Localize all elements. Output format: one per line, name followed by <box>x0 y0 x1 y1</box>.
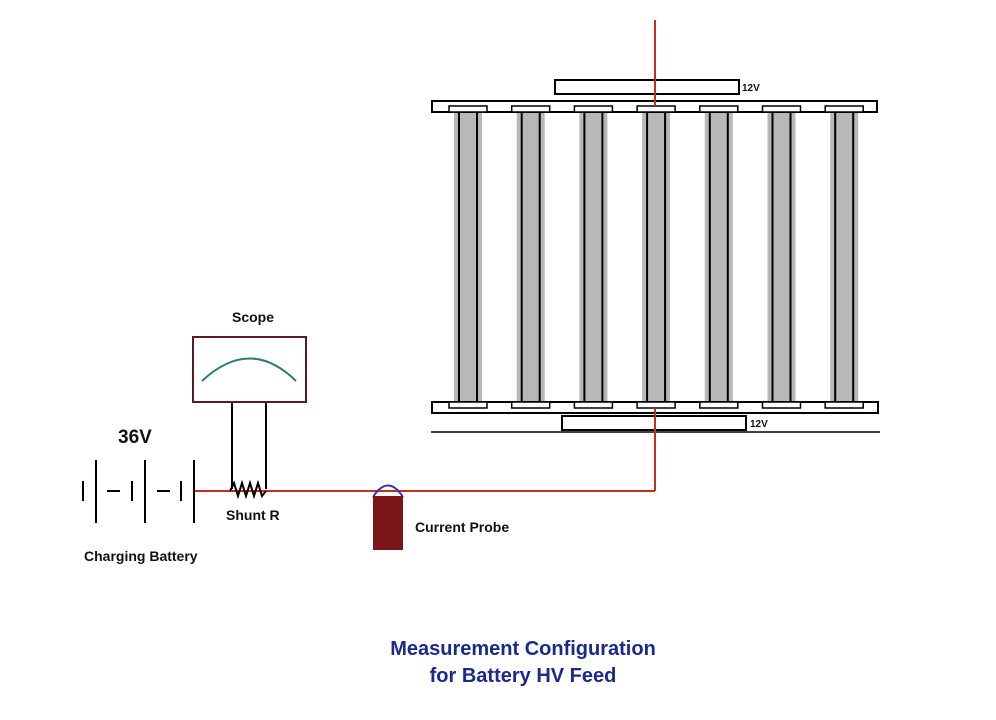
charging-battery-label: Charging Battery <box>84 548 198 564</box>
current-probe-loop <box>372 484 404 498</box>
scope-probe-leads <box>231 402 267 489</box>
cell-cap-bottom <box>699 401 739 409</box>
shunt-resistor <box>229 479 267 500</box>
pack-cells <box>454 111 859 403</box>
cell-cap-top <box>510 105 551 113</box>
charging-battery-symbol <box>82 460 195 523</box>
battery-cell <box>454 111 482 403</box>
cell-cap-bottom <box>448 401 488 409</box>
scope-label: Scope <box>232 309 274 325</box>
cell-cap-top <box>824 105 864 113</box>
voltage-label: 36V <box>118 427 152 448</box>
battery-cell <box>642 111 671 403</box>
top-12v-plate <box>554 79 740 95</box>
cell-cap-bottom <box>824 401 864 409</box>
battery-cell <box>516 111 545 403</box>
scope-box <box>192 336 307 403</box>
battery-cell <box>830 111 859 403</box>
caption-line-2: for Battery HV Feed <box>430 665 617 687</box>
cell-cap-bottom <box>636 401 676 409</box>
battery-pack: 12V 12V <box>431 79 880 433</box>
cell-cap-bottom <box>510 401 551 409</box>
cell-cap-top <box>699 105 739 113</box>
cell-cap-top <box>573 105 614 113</box>
hv-wiring <box>194 20 656 492</box>
current-probe-body <box>373 496 403 550</box>
battery-cell <box>579 111 608 403</box>
cell-cap-top <box>448 105 488 113</box>
current-probe-label: Current Probe <box>415 519 509 535</box>
cell-cap-bottom <box>761 401 802 409</box>
cell-cap-bottom <box>573 401 614 409</box>
top-bus-label: 12V <box>742 83 760 94</box>
scope-trace <box>201 357 297 382</box>
bottom-bus-label: 12V <box>750 419 768 430</box>
caption-line-1: Measurement Configuration <box>390 638 656 660</box>
cell-cap-top <box>636 105 676 113</box>
battery-cell <box>704 111 733 403</box>
pack-cell-caps <box>448 105 864 409</box>
cell-cap-top <box>761 105 802 113</box>
shunt-label: Shunt R <box>226 507 280 523</box>
battery-cell <box>767 111 796 403</box>
